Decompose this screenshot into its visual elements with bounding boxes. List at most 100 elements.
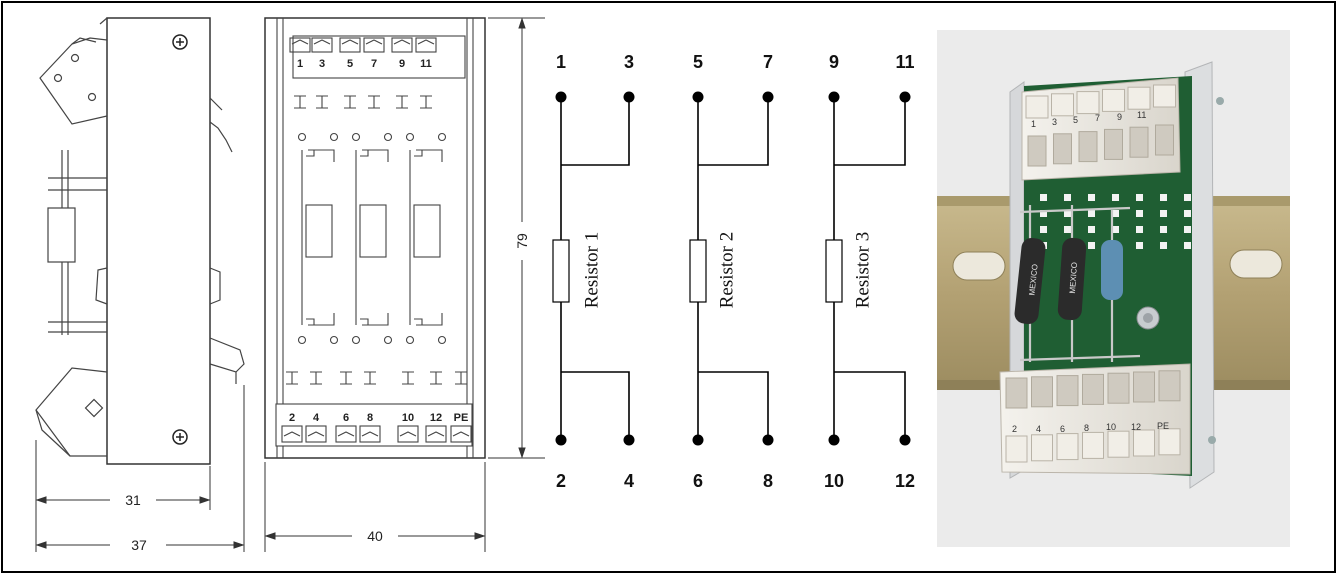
front-top-spring bbox=[368, 95, 380, 109]
schematic-resistor-2-symbol bbox=[689, 239, 707, 303]
front-bottom-screw-slot bbox=[450, 425, 472, 443]
dim-40-label: 40 bbox=[367, 528, 383, 544]
front-top-spring bbox=[396, 95, 408, 109]
front-bottom-label-pe: PE bbox=[454, 412, 469, 424]
photo-top-label-9: 9 bbox=[1117, 112, 1122, 122]
photo-wire-bus-bottom bbox=[1019, 354, 1141, 362]
photo-solder-pad bbox=[1112, 226, 1119, 233]
photo-top-screw-cell bbox=[1025, 95, 1049, 119]
photo-resistor-2 bbox=[1057, 237, 1087, 321]
photo-top-label-3: 3 bbox=[1052, 117, 1057, 127]
front-bottom-screw-mark bbox=[452, 431, 470, 437]
front-bay-hole bbox=[437, 335, 447, 345]
front-resistor-body bbox=[413, 204, 441, 258]
front-bottom-screw-mark bbox=[337, 431, 355, 437]
front-top-screw-mark bbox=[417, 39, 435, 45]
dim-79-label: 79 bbox=[514, 233, 530, 249]
photo-top-label-11: 11 bbox=[1137, 110, 1146, 120]
photo-bottom-screw-cell bbox=[1107, 430, 1130, 458]
front-bottom-screw-slot bbox=[281, 425, 303, 443]
side-screw-top bbox=[172, 34, 188, 50]
photo-bottom-label-12: 12 bbox=[1131, 422, 1141, 432]
front-top-terminal-shapes bbox=[289, 37, 437, 53]
front-bottom-spring bbox=[286, 371, 298, 385]
front-bottom-screw-slot bbox=[305, 425, 327, 443]
front-bottom-label-6: 6 bbox=[343, 412, 349, 424]
side-top-hole-3 bbox=[87, 92, 97, 102]
side-top-clip bbox=[39, 37, 108, 125]
photo-bottom-wire-entry bbox=[1107, 372, 1130, 404]
photo-bottom-label-10: 10 bbox=[1106, 422, 1116, 432]
photo-bottom-screw-cell bbox=[1031, 434, 1053, 462]
photo-solder-pad bbox=[1184, 242, 1191, 249]
front-top-spring bbox=[294, 95, 306, 109]
schematic-terminal-1: 1 bbox=[556, 52, 566, 72]
dim-40-arrow-right bbox=[474, 532, 486, 540]
schematic-terminal-7: 7 bbox=[763, 52, 773, 72]
photo-top-screw-cell bbox=[1076, 91, 1100, 115]
dim-79-arrow-top bbox=[518, 17, 526, 29]
side-body bbox=[106, 17, 211, 465]
photo-lead-wires bbox=[1019, 205, 1141, 362]
photo-solder-pad bbox=[1040, 210, 1047, 217]
front-bottom-spring bbox=[455, 371, 467, 385]
photo-resistor-1 bbox=[1014, 237, 1046, 325]
side-screw-bottom bbox=[172, 429, 188, 445]
photo-frame-screw-top bbox=[1216, 97, 1224, 105]
schematic-terminal-8: 8 bbox=[763, 471, 773, 491]
photo-top-wire-entry bbox=[1078, 131, 1098, 163]
front-bottom-label-12: 12 bbox=[430, 412, 442, 424]
dim-40-arrow-left bbox=[264, 532, 276, 540]
dim-79-arrow-bottom bbox=[518, 447, 526, 459]
photo-solder-pad bbox=[1136, 210, 1143, 217]
front-top-screw-slot bbox=[415, 37, 437, 53]
front-bottom-screw-mark bbox=[361, 431, 379, 437]
side-body-chamfer bbox=[99, 17, 108, 25]
front-bay-clip-inner bbox=[360, 150, 369, 325]
photo-bottom-label-4: 4 bbox=[1036, 424, 1041, 434]
schematic-bottom-bridge bbox=[834, 371, 906, 440]
front-top-screw-mark bbox=[313, 39, 331, 45]
side-rail-knob-right bbox=[209, 267, 221, 305]
schematic-terminal-dot bbox=[828, 91, 840, 103]
side-bottom-hole bbox=[84, 398, 104, 418]
front-bay-hole bbox=[351, 132, 361, 142]
schematic-resistor-3-symbol bbox=[825, 239, 843, 303]
front-top-label-7: 7 bbox=[371, 58, 377, 70]
photo-resistor-1-print: MEXICO bbox=[1027, 264, 1039, 296]
front-top-screw-slot bbox=[339, 37, 361, 53]
photo-bottom-wire-entry bbox=[1133, 371, 1155, 403]
front-bay-clip-inner bbox=[306, 150, 315, 325]
front-bay-hole bbox=[383, 132, 393, 142]
front-bottom-label-8: 8 bbox=[367, 412, 373, 424]
front-top-screw-mark bbox=[341, 39, 359, 45]
photo-solder-pad bbox=[1160, 226, 1167, 233]
side-top-hole-2 bbox=[70, 53, 80, 63]
photo-top-wire-entry bbox=[1027, 135, 1047, 167]
photo-bottom-label-6: 6 bbox=[1060, 424, 1065, 434]
schematic-terminal-6: 6 bbox=[693, 471, 703, 491]
front-bay-hole bbox=[329, 335, 339, 345]
schematic-terminal-dot bbox=[555, 434, 567, 446]
photo-rail-slot-left bbox=[952, 251, 1006, 281]
schematic-terminal-dot bbox=[623, 434, 635, 446]
photo-top-screw-cell bbox=[1127, 86, 1151, 110]
front-top-label-1: 1 bbox=[297, 58, 303, 70]
front-top-label-3: 3 bbox=[319, 58, 325, 70]
photo-resistor-2-print: MEXICO bbox=[1068, 262, 1079, 294]
front-bottom-springs bbox=[286, 371, 467, 385]
photo-solder-pad bbox=[1112, 194, 1119, 201]
photo-pcb-screw bbox=[1136, 306, 1160, 330]
schematic-terminal-11: 11 bbox=[895, 52, 914, 72]
photo-resistor-3 bbox=[1101, 240, 1123, 300]
photo-bottom-wire-entry bbox=[1031, 376, 1053, 408]
front-bottom-terminal-block bbox=[275, 403, 473, 447]
side-bottom-clip bbox=[35, 367, 108, 457]
front-bay-hole bbox=[383, 335, 393, 345]
photo-bottom-wire-entry bbox=[1005, 377, 1028, 409]
photo-bottom-wire-entry bbox=[1158, 370, 1181, 402]
schematic-terminal-dot bbox=[762, 91, 774, 103]
